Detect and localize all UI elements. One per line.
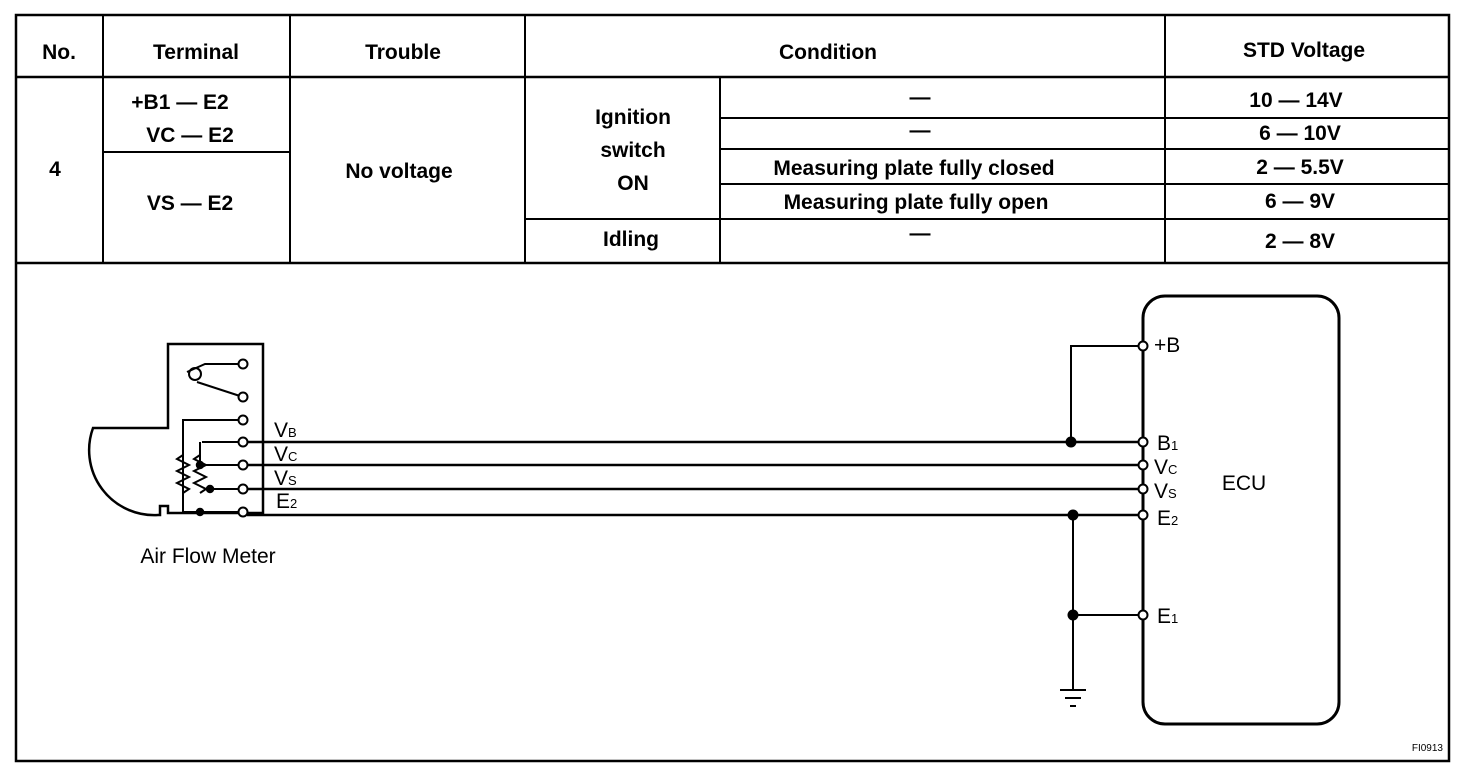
meter-housing [87, 342, 265, 517]
meter-terminal-circles [237, 358, 249, 518]
header-terminal: Terminal [153, 41, 239, 64]
ignition-label-line2: switch [600, 139, 665, 162]
meter-label-vb: VB [274, 419, 297, 442]
wiring-harness [247, 345, 1141, 690]
condition-2: — [910, 119, 931, 142]
ecu-label: ECU [1222, 472, 1266, 495]
splice-points [1065, 436, 1079, 621]
ignition-label-line3: ON [617, 172, 649, 195]
ground-icon [1060, 689, 1086, 707]
meter-label-vc: VC [274, 443, 297, 466]
voltage-2: 6 — 10V [1259, 122, 1341, 145]
voltage-5: 2 — 8V [1265, 230, 1335, 253]
meter-label-e2: E2 [276, 490, 297, 513]
header-condition: Condition [779, 41, 877, 64]
meter-label-vs: VS [274, 467, 297, 490]
header-trouble: Trouble [365, 41, 441, 64]
trouble-text: No voltage [345, 160, 452, 183]
condition-5: — [910, 222, 931, 245]
resistor-left [174, 454, 192, 494]
meter-label: Air Flow Meter [140, 545, 275, 568]
resistor-right [191, 454, 209, 494]
ecu-label-vs: VS [1154, 480, 1177, 503]
header-no: No. [42, 41, 76, 64]
table-grid [14, 13, 1451, 763]
condition-4: Measuring plate fully open [784, 191, 1049, 214]
voltage-3: 2 — 5.5V [1256, 156, 1344, 179]
air-flow-meter [87, 342, 265, 517]
ecu-label-vc: VC [1154, 456, 1177, 479]
terminal-vc-e2: VC — E2 [146, 124, 234, 147]
voltage-4: 6 — 9V [1265, 190, 1335, 213]
terminal-b1-e2: +B1 — E2 [131, 91, 228, 114]
row-number: 4 [49, 158, 61, 181]
ecu-box [1141, 294, 1341, 726]
ecu-label-b-plus: +B [1154, 334, 1180, 357]
condition-1: — [910, 86, 931, 109]
ecu-label-b1: B1 [1157, 432, 1178, 455]
ecu-terminal-circles [1137, 340, 1149, 621]
ecu-label-e1: E1 [1157, 605, 1178, 628]
voltage-1: 10 — 14V [1249, 89, 1342, 112]
terminal-vs-e2: VS — E2 [147, 192, 233, 215]
idling-label: Idling [603, 228, 659, 251]
figure-code: FI0913 [1412, 743, 1444, 754]
meter-internal-lines [182, 419, 242, 513]
ecu-label-e2: E2 [1157, 507, 1178, 530]
header-std-voltage: STD Voltage [1243, 39, 1365, 62]
condition-3: Measuring plate fully closed [773, 157, 1054, 180]
ignition-label-line1: Ignition [595, 106, 671, 129]
